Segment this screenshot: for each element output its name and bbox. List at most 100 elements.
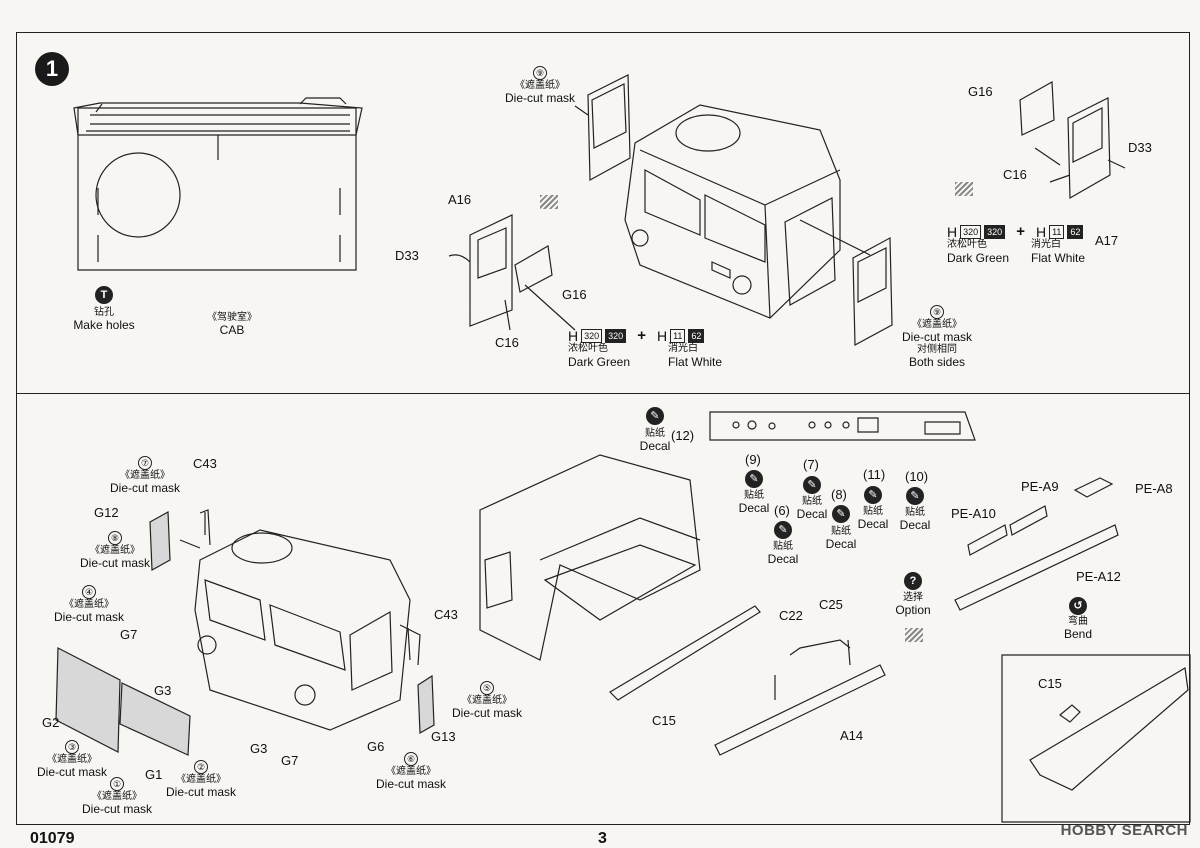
option-cn: 选择 [902,592,923,603]
mask-number: ③ [64,740,79,754]
part-g1: G1 [145,767,163,782]
decal-label-11: 贴纸 Decal [858,506,889,531]
part-c15: C15 [652,713,676,728]
make-holes-label: 钻孔 Make holes [73,307,134,331]
mask-en: Die-cut mask [53,610,125,624]
bend-icon: ↺ [1069,597,1087,615]
make-holes-en: Make holes [73,318,135,332]
mask-4-label: ④ 《遮盖纸》 Die-cut mask [54,585,124,624]
option-en: Option [895,603,931,617]
decal-cn: 贴纸 [802,496,822,507]
decal-number-12: (12) [671,428,695,443]
paint-name-cn: 浓松叶色 [568,343,608,354]
decal-cn: 贴纸 [645,428,665,439]
mask-cn: 《遮盖纸》 [63,599,114,610]
paint-code-dark: 62 [688,329,705,343]
paint-name-cn: 消光白 [668,343,699,354]
mask-cn: 《遮盖纸》 [514,80,565,91]
part-pe-a8: PE-A8 [1135,481,1173,496]
part-g13: G13 [431,729,456,744]
decal-label-12: 贴纸 Decal [640,428,671,453]
decal-label-9: 贴纸 Decal [739,490,770,515]
mask-9-right-label: ⑨ 《遮盖纸》 Die-cut mask 对侧相同 Both sides [902,305,972,369]
mask-6-label: ⑥ 《遮盖纸》 Die-cut mask [376,752,446,791]
mask-2-label: ② 《遮盖纸》 Die-cut mask [166,760,236,799]
paint-code-dark: 320 [984,225,1006,239]
part-c16-right: C16 [1003,167,1027,182]
part-a14: A14 [840,728,864,743]
inset-box [1001,654,1191,823]
cab-front-view [179,509,421,731]
decal-label-6: 贴纸 Decal [768,541,799,566]
paint-code-dark: 62 [1067,225,1084,239]
cab-label: 《驾驶室》 CAB [207,312,257,336]
part-g2: G2 [42,715,60,730]
part-d33-right: D33 [1128,140,1152,155]
mask-7-label: ⑦ 《遮盖纸》 Die-cut mask [110,456,180,495]
mask-number: ① [109,777,124,791]
part-g6: G6 [367,739,385,754]
mask-3-label: ③ 《遮盖纸》 Die-cut mask [37,740,107,779]
dashboard-top [709,411,976,441]
mask-5-label: ⑤ 《遮盖纸》 Die-cut mask [452,681,522,720]
decal-number-11: (11) [863,467,886,482]
mask-number: ⑥ [403,752,418,766]
mask-number: ④ [81,585,96,599]
decal-en: Decal [767,552,799,566]
step-number-badge: 1 [35,52,69,86]
decal-label-8: 贴纸 Decal [826,526,857,551]
paint-code: 11 [670,329,686,343]
cab-en: CAB [219,323,245,337]
part-d33-left: D33 [395,248,419,263]
decal-en: Decal [738,501,770,515]
mask-cn: 《遮盖纸》 [91,791,142,802]
mask-8-label: ⑧ 《遮盖纸》 Die-cut mask [80,531,150,570]
paint-h2: H [1035,224,1047,240]
decal-cn: 贴纸 [863,506,883,517]
part-c15-inset: C15 [1038,676,1062,691]
decal-cn: 贴纸 [773,541,793,552]
paint-code: 320 [960,225,982,239]
mask-en: Die-cut mask [451,706,523,720]
cab-cn: 《驾驶室》 [207,312,257,323]
mask-number: ⑨ [929,305,944,319]
mask-en: Die-cut mask [375,777,447,791]
mask-en: Die-cut mask [79,556,151,570]
windshield-parts [55,511,435,756]
decal-en: Decal [639,439,671,453]
decal-label-10: 贴纸 Decal [900,507,931,532]
part-pe-a10: PE-A10 [951,506,996,521]
paint-h: H [947,224,958,240]
part-c16-left: C16 [495,335,519,350]
drill-icon: T [95,286,113,304]
cab-roof-interior [73,97,363,271]
bend-en: Bend [1063,627,1093,641]
decal-en: Decal [899,518,931,532]
mask-cn: 《遮盖纸》 [89,545,140,556]
pe-parts [954,477,1119,611]
mask-en: Die-cut mask [901,330,973,344]
part-c25: C25 [819,597,843,612]
dashboard-panel-a14 [714,639,886,756]
plus-sign: + [637,327,646,344]
decal-icon: ✎ [906,487,924,505]
mask-cn: 《遮盖纸》 [911,319,962,330]
bend-cn: 弯曲 [1068,616,1088,627]
mask-en: Die-cut mask [109,481,181,495]
paint-h2: H [656,328,668,344]
option-icon: ? [904,572,922,590]
both-sides-en: Both sides [908,355,966,369]
mask-en: Die-cut mask [36,765,108,779]
arrow-indicator [955,182,973,196]
mask-number: ⑧ [107,531,122,545]
page-number: 3 [598,830,607,847]
mask-cn: 《遮盖纸》 [461,695,512,706]
door-far-right [1019,81,1126,200]
mask-number: ② [193,760,208,774]
step-2-panel [16,393,1190,825]
watermark: HOBBY SEARCH [1060,822,1188,839]
part-a17: A17 [1095,233,1119,248]
